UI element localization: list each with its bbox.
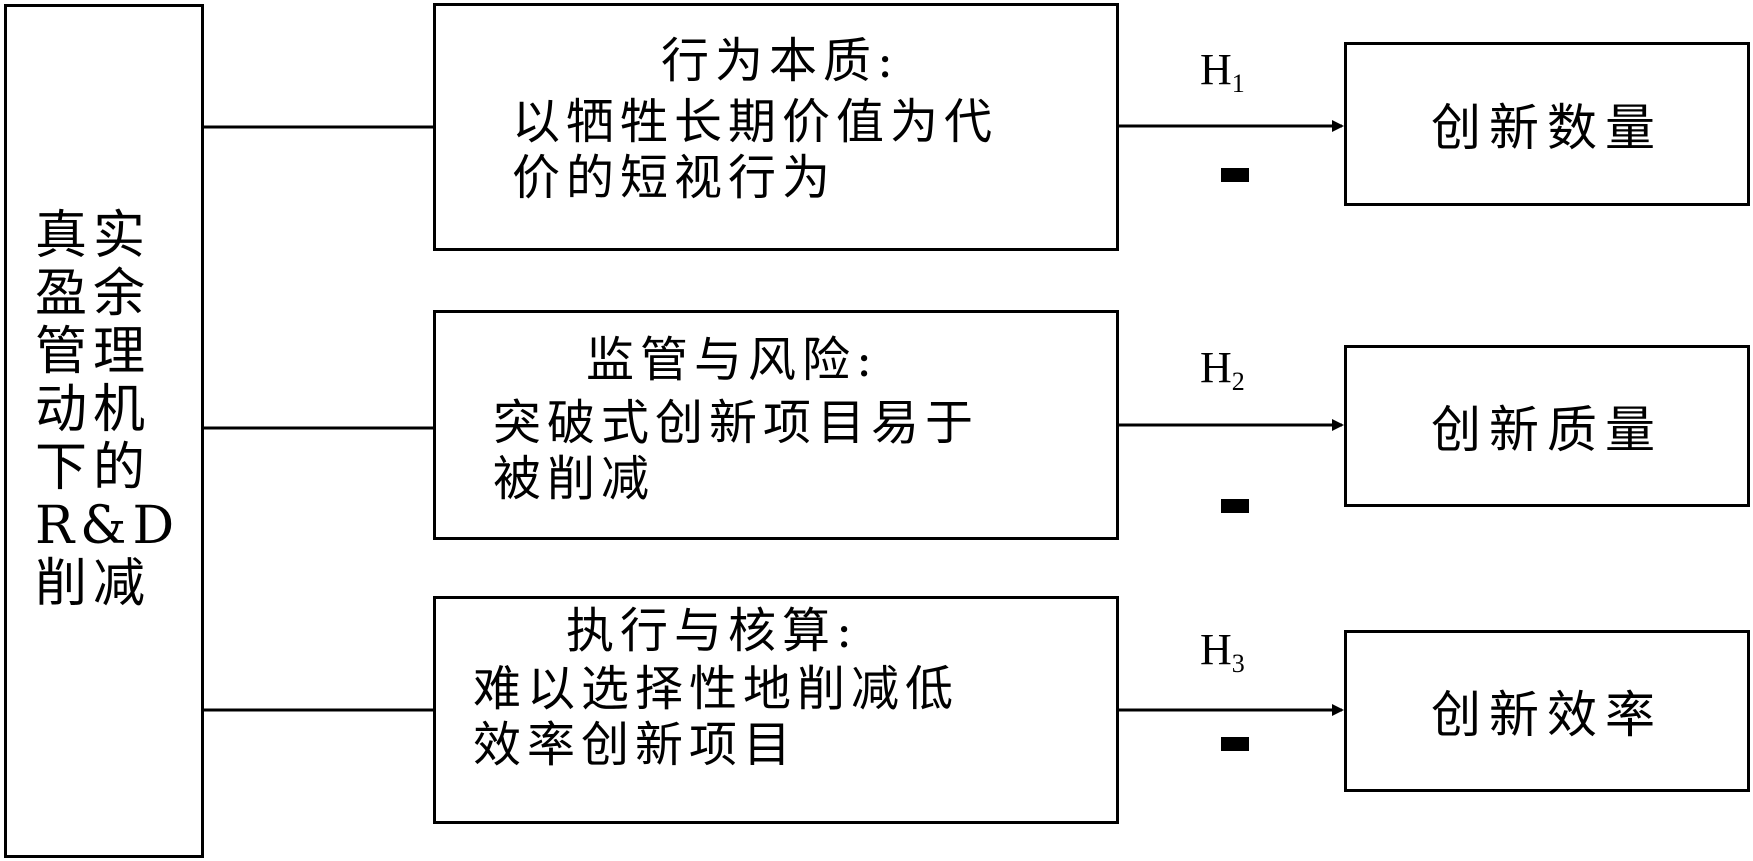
outcome-box-quantity: 创新数量 [1344, 42, 1750, 206]
outcome-label: 创新数量 [1431, 99, 1663, 157]
hypothesis-label-h2: H2 [1200, 343, 1245, 397]
mechanism-body: 以牺牲长期价值为代 价的短视行为 [512, 94, 999, 206]
mechanism-heading: 行为本质: [661, 33, 900, 89]
negative-sign-h2 [1221, 499, 1249, 513]
negative-sign-h3 [1221, 737, 1249, 751]
outcome-box-quality: 创新质量 [1344, 345, 1750, 507]
mechanism-heading: 监管与风险: [586, 332, 879, 388]
rd-cut-motive-box: 真实 盈余 管理 动机 下的 R&D 削减 [4, 4, 204, 858]
mechanism-heading: 执行与核算: [566, 603, 859, 659]
outcome-label: 创新质量 [1431, 401, 1663, 459]
rd-cut-motive-label: 真实 盈余 管理 动机 下的 R&D 削减 [35, 206, 181, 614]
outcome-box-efficiency: 创新效率 [1344, 630, 1750, 792]
mechanism-body: 突破式创新项目易于 被削减 [493, 395, 980, 507]
hypothesis-label-h1: H1 [1200, 45, 1245, 99]
hypothesis-label-h3: H3 [1200, 625, 1245, 679]
mechanism-box-execution-accounting: 执行与核算: 难以选择性地削减低 效率创新项目 [433, 596, 1119, 824]
negative-sign-h1 [1221, 168, 1249, 182]
outcome-label: 创新效率 [1431, 686, 1663, 744]
mechanism-box-behavior: 行为本质: 以牺牲长期价值为代 价的短视行为 [433, 3, 1119, 251]
mechanism-box-regulation-risk: 监管与风险: 突破式创新项目易于 被削减 [433, 310, 1119, 540]
mechanism-body: 难以选择性地削减低 效率创新项目 [473, 661, 960, 773]
